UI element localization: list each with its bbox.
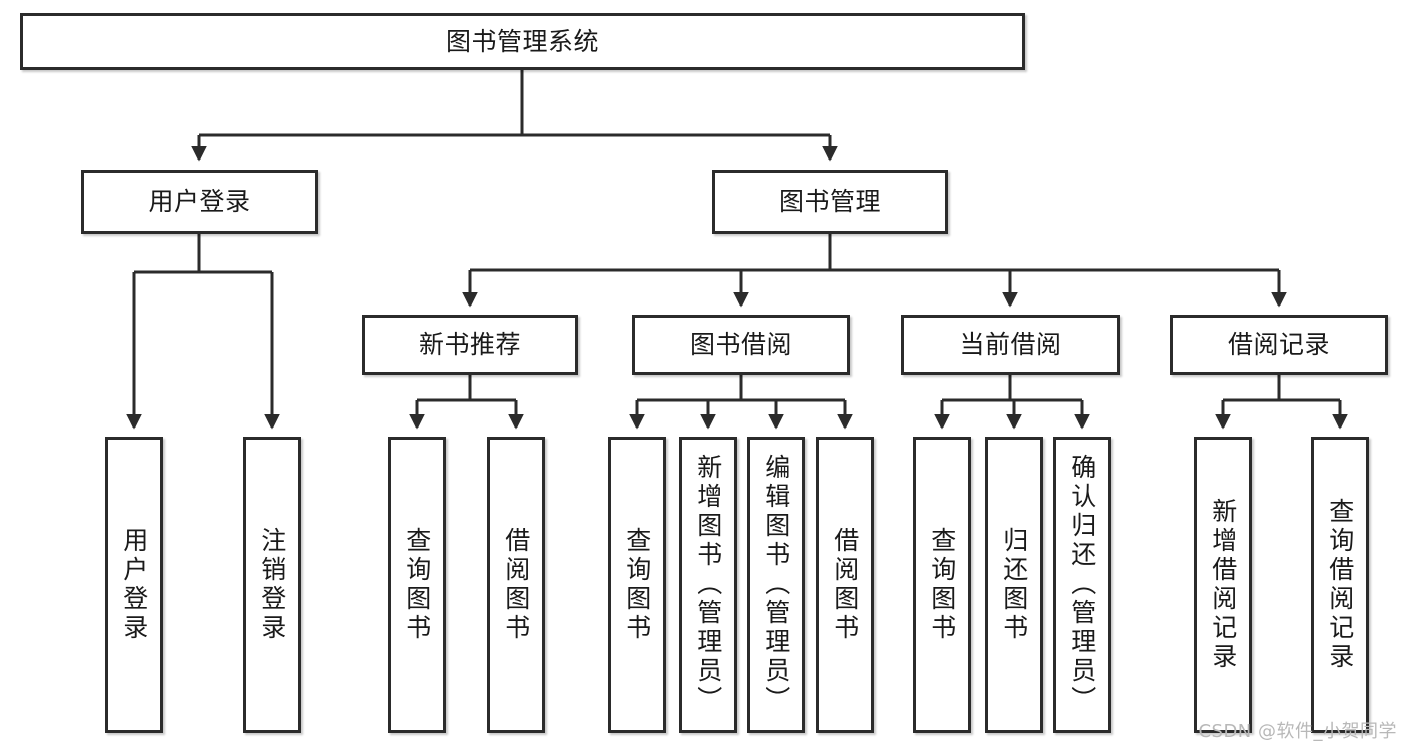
node-leaf-return-book-label: 归还图书 (999, 527, 1029, 643)
node-leaf-query-book-1[interactable]: 查询图书 (388, 437, 446, 733)
node-leaf-query-book-2-label: 查询图书 (622, 527, 652, 643)
node-borrow-record[interactable]: 借阅记录 (1170, 315, 1388, 375)
node-leaf-query-book-1-label: 查询图书 (402, 527, 432, 643)
node-leaf-add-book-admin-label: 新增图书（管理员） (693, 454, 723, 715)
node-user-login[interactable]: 用户登录 (81, 170, 318, 234)
node-book-borrow-label: 图书借阅 (689, 330, 792, 360)
watermark: CSDN @软件_小贺同学 (1198, 721, 1397, 742)
node-book-manage-label: 图书管理 (778, 187, 881, 217)
node-leaf-borrow-book-2[interactable]: 借阅图书 (816, 437, 874, 733)
node-root-label: 图书管理系统 (445, 26, 599, 56)
node-leaf-add-borrow-record[interactable]: 新增借阅记录 (1194, 437, 1252, 733)
node-new-book-recommend-label: 新书推荐 (418, 330, 521, 360)
node-user-login-label: 用户登录 (148, 187, 251, 217)
node-leaf-query-book-3[interactable]: 查询图书 (913, 437, 971, 733)
node-leaf-borrow-book-1-label: 借阅图书 (501, 527, 531, 643)
node-leaf-user-login-label: 用户登录 (119, 527, 149, 643)
node-leaf-query-borrow-record[interactable]: 查询借阅记录 (1311, 437, 1369, 733)
node-leaf-confirm-return-admin-label: 确认归还（管理员） (1067, 454, 1097, 715)
node-new-book-recommend[interactable]: 新书推荐 (362, 315, 578, 375)
node-leaf-add-book-admin[interactable]: 新增图书（管理员） (679, 437, 737, 733)
node-leaf-borrow-book-2-label: 借阅图书 (830, 527, 860, 643)
node-leaf-edit-book-admin-label: 编辑图书（管理员） (761, 454, 791, 715)
node-leaf-query-borrow-record-label: 查询借阅记录 (1325, 498, 1355, 672)
node-root[interactable]: 图书管理系统 (20, 13, 1025, 70)
node-borrow-record-label: 借阅记录 (1227, 330, 1330, 360)
node-book-manage[interactable]: 图书管理 (712, 170, 948, 234)
node-current-borrow-label: 当前借阅 (959, 330, 1062, 360)
node-leaf-user-logout[interactable]: 注销登录 (243, 437, 301, 733)
node-leaf-add-borrow-record-label: 新增借阅记录 (1208, 498, 1238, 672)
node-leaf-edit-book-admin[interactable]: 编辑图书（管理员） (747, 437, 805, 733)
node-leaf-user-logout-label: 注销登录 (257, 527, 287, 643)
node-leaf-query-book-2[interactable]: 查询图书 (608, 437, 666, 733)
node-leaf-return-book[interactable]: 归还图书 (985, 437, 1043, 733)
node-book-borrow[interactable]: 图书借阅 (632, 315, 850, 375)
node-current-borrow[interactable]: 当前借阅 (901, 315, 1120, 375)
node-leaf-user-login[interactable]: 用户登录 (105, 437, 163, 733)
node-leaf-query-book-3-label: 查询图书 (927, 527, 957, 643)
node-leaf-confirm-return-admin[interactable]: 确认归还（管理员） (1053, 437, 1111, 733)
node-leaf-borrow-book-1[interactable]: 借阅图书 (487, 437, 545, 733)
